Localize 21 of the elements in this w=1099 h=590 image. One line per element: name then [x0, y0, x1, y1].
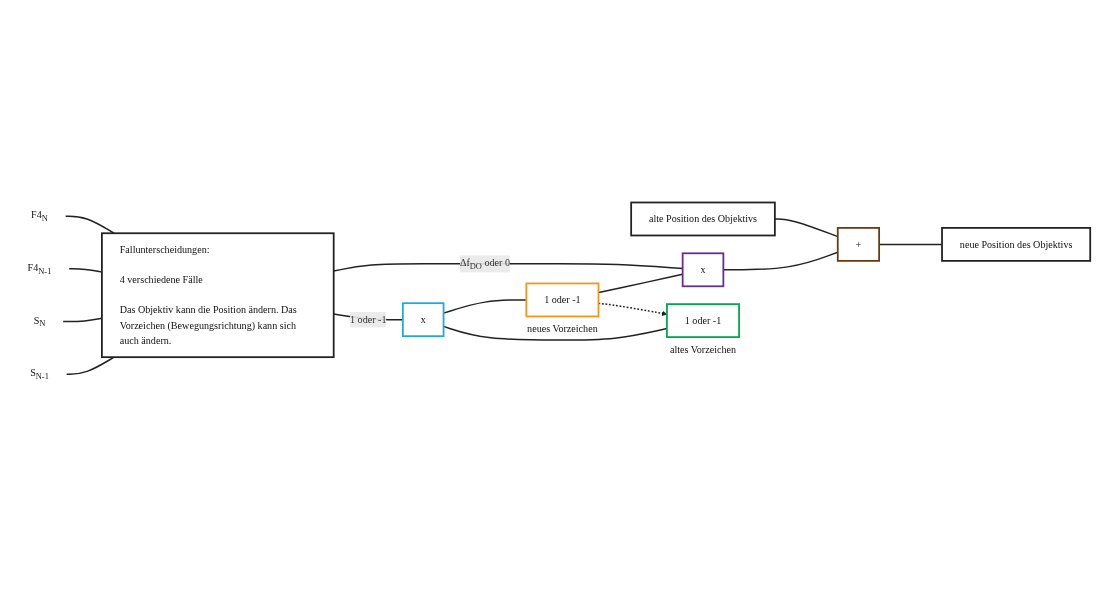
node-box: x: [681, 252, 724, 287]
node-box: 1 oder -1: [524, 282, 599, 318]
node-text: F4$_{N-1}$: [27, 261, 51, 276]
node-box: 1 oder -1: [665, 303, 740, 338]
node-label: altes Vorzeichen: [669, 344, 736, 356]
edge-label: Δf$_{DO}$ oder 0: [459, 256, 510, 271]
node-text: S$_{N}$: [33, 314, 45, 328]
node-box: Fallunterscheidungen: 4 verschiedene Fälle Das Objektiv kann die Position ändern. Das Vorzeichen (Bewegungsrichtung) kann sich auch ändern.: [100, 232, 335, 358]
node-box: neue Position des Objektivs: [940, 226, 1091, 262]
connector: [597, 273, 683, 294]
arrow: [597, 302, 667, 316]
node-label: neues Vorzeichen: [526, 323, 598, 335]
connector: [722, 251, 838, 271]
node-box: x: [401, 302, 444, 337]
node-text: S$_{N-1}$: [29, 367, 49, 381]
connector: [64, 215, 115, 234]
node-box: alte Position des Objektivs: [629, 201, 776, 237]
connector: [65, 356, 115, 375]
node-text: F4$_{N}$: [30, 209, 48, 223]
node-box: +: [836, 226, 880, 262]
edge-label: 1 oder -1: [349, 313, 386, 325]
